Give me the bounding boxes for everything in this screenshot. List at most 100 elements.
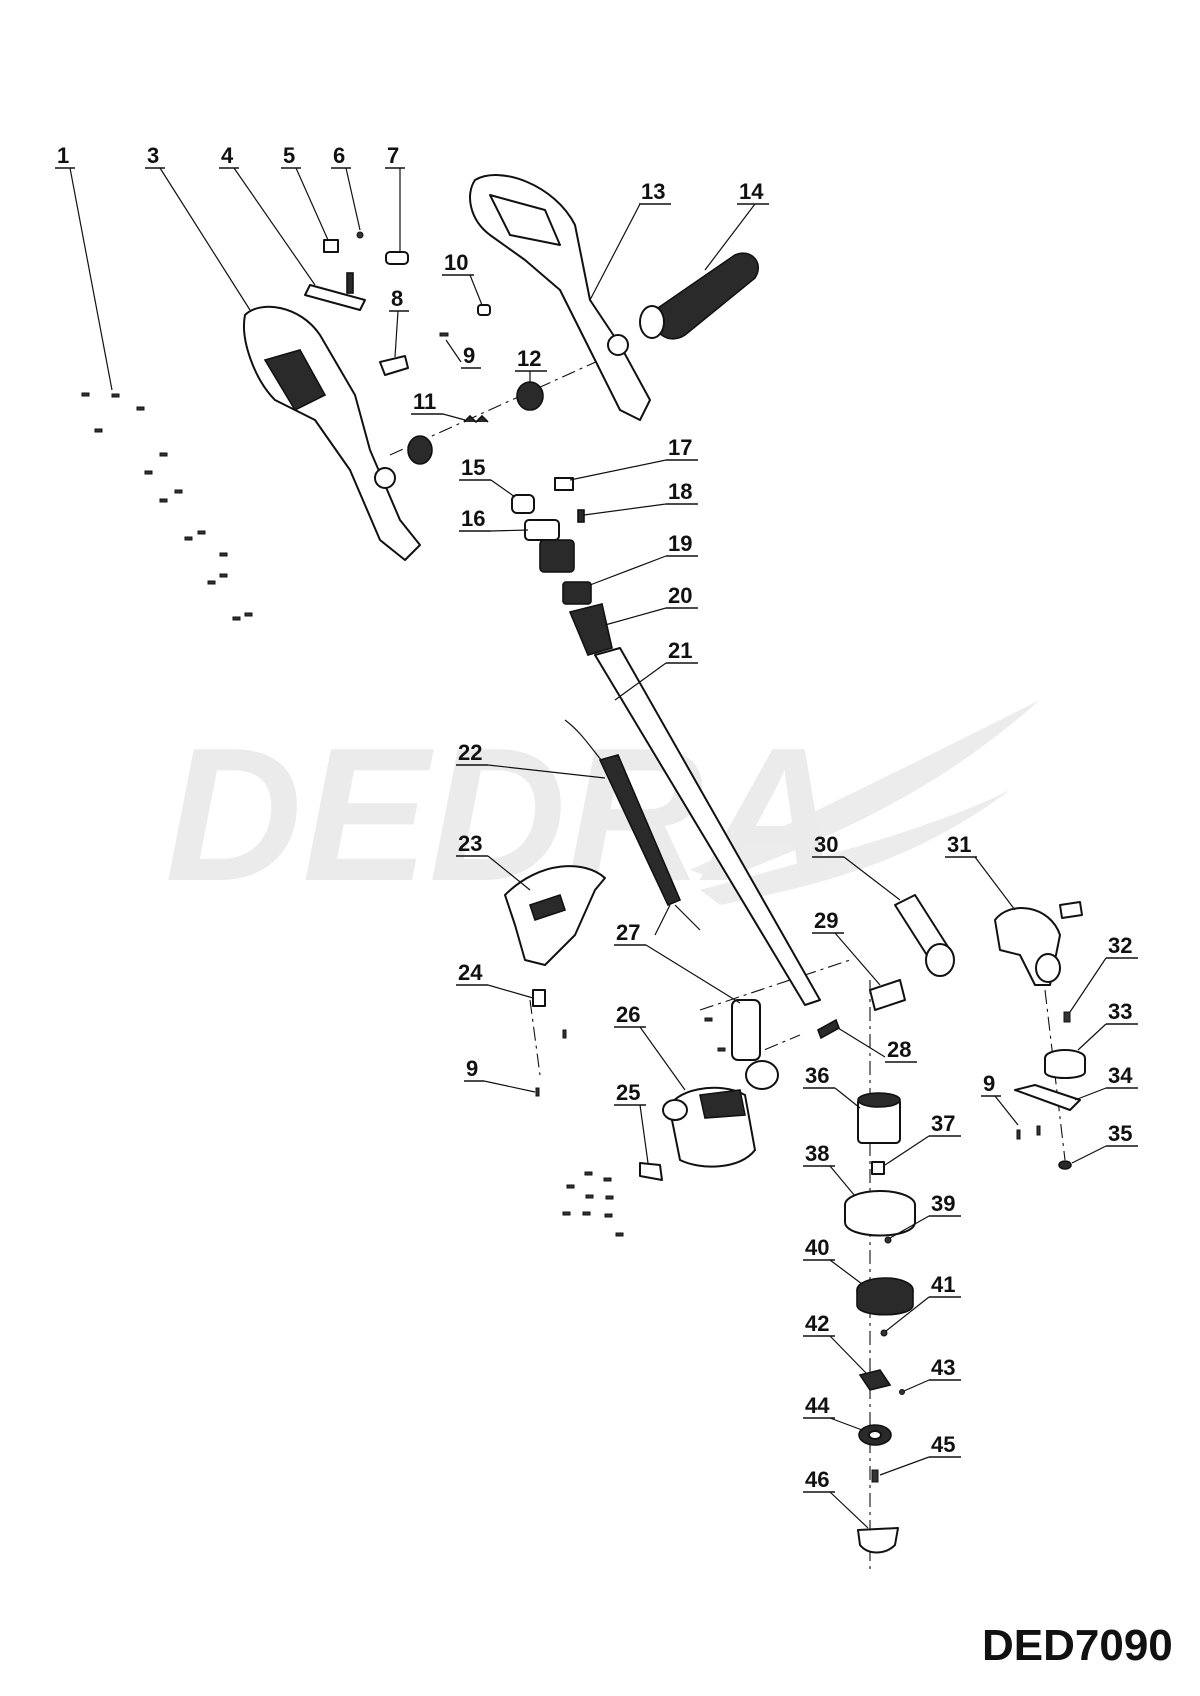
- svg-text:17: 17: [668, 435, 692, 460]
- callout-25: 25: [614, 1080, 649, 1164]
- callout-28: 28: [837, 1027, 917, 1063]
- watermark-logo: DEDRA: [165, 700, 1040, 921]
- svg-text:26: 26: [616, 1002, 640, 1027]
- plate-34: [1014, 1084, 1081, 1111]
- svg-text:43: 43: [931, 1355, 955, 1380]
- screw-41: [880, 1329, 888, 1337]
- callout-6: 6: [331, 143, 361, 231]
- svg-text:22: 22: [458, 740, 482, 765]
- adjust-knob: [407, 381, 544, 465]
- svg-text:29: 29: [814, 908, 838, 933]
- spring-18: [577, 509, 585, 523]
- collar-nut-20: [568, 603, 613, 656]
- svg-text:42: 42: [805, 1311, 829, 1336]
- callout-14: 14: [704, 179, 769, 271]
- callout-32: 32: [1069, 933, 1138, 1013]
- callout-9c: 9: [981, 1071, 1019, 1126]
- small-pin: [356, 231, 364, 239]
- main-shaft-tube: [594, 647, 821, 1006]
- callout-17: 17: [569, 435, 698, 481]
- spool-cap: [857, 1527, 899, 1554]
- latch-42: [858, 1369, 892, 1391]
- right-handle-housing: [469, 174, 651, 421]
- svg-text:46: 46: [805, 1467, 829, 1492]
- spacer-33: [1044, 1049, 1086, 1079]
- label-strip: [639, 1162, 663, 1181]
- svg-text:10: 10: [444, 250, 468, 275]
- bearing-44: [858, 1424, 892, 1446]
- callout-20: 20: [604, 583, 698, 626]
- svg-text:32: 32: [1108, 933, 1132, 958]
- svg-text:18: 18: [668, 479, 692, 504]
- callout-9b: 9: [464, 1056, 536, 1093]
- callout-18: 18: [583, 479, 698, 516]
- callout-7: 7: [385, 143, 405, 252]
- svg-text:34: 34: [1108, 1063, 1133, 1088]
- shaft-coupler: [524, 519, 575, 573]
- left-handle-housing: [243, 305, 421, 561]
- svg-text:39: 39: [931, 1191, 955, 1216]
- svg-text:14: 14: [739, 179, 764, 204]
- callout-40: 40: [803, 1235, 863, 1285]
- svg-text:12: 12: [517, 346, 541, 371]
- svg-text:15: 15: [461, 455, 485, 480]
- svg-text:7: 7: [387, 143, 399, 168]
- callout-8: 8: [389, 286, 409, 358]
- spool-housing: [844, 1190, 916, 1237]
- callout-39: 39: [889, 1191, 961, 1239]
- screw-32: [1063, 1011, 1071, 1023]
- electric-motor: [857, 1092, 901, 1144]
- front-grip: [639, 252, 759, 340]
- svg-text:23: 23: [458, 831, 482, 856]
- callout-15: 15: [459, 455, 516, 498]
- svg-text:1: 1: [57, 143, 69, 168]
- pivot-pin: [869, 979, 906, 1011]
- lock-button-17: [554, 477, 574, 491]
- svg-text:24: 24: [458, 960, 483, 985]
- callout-22: 22: [456, 740, 606, 779]
- callout-16: 16: [459, 506, 529, 532]
- svg-text:25: 25: [616, 1080, 640, 1105]
- svg-text:44: 44: [805, 1393, 830, 1418]
- callout-33: 33: [1077, 999, 1138, 1051]
- callout-41: 41: [885, 1272, 961, 1332]
- svg-text:37: 37: [931, 1111, 955, 1136]
- callout-21: 21: [614, 638, 698, 701]
- guard-clip: [532, 989, 546, 1007]
- svg-text:20: 20: [668, 583, 692, 608]
- screw-45: [871, 1469, 879, 1483]
- svg-text:28: 28: [887, 1037, 911, 1062]
- switch-button: [323, 239, 339, 253]
- svg-text:33: 33: [1108, 999, 1132, 1024]
- collar-cap: [511, 494, 535, 514]
- callout-19: 19: [589, 531, 698, 586]
- callout-4: 4: [219, 143, 316, 286]
- svg-text:5: 5: [283, 143, 295, 168]
- spring-43: [899, 1389, 905, 1395]
- callout-36: 36: [803, 1063, 861, 1109]
- callout-46: 46: [803, 1467, 869, 1529]
- callout-35: 35: [1071, 1121, 1138, 1164]
- svg-text:40: 40: [805, 1235, 829, 1260]
- svg-text:6: 6: [333, 143, 345, 168]
- svg-text:8: 8: [391, 286, 403, 311]
- callout-34: 34: [1074, 1063, 1138, 1101]
- callout-45: 45: [879, 1432, 961, 1476]
- callout-13: 13: [589, 179, 671, 301]
- svg-text:19: 19: [668, 531, 692, 556]
- lock-pin: [385, 251, 409, 265]
- screw-set: [81, 332, 1041, 1237]
- shaft-bracket: [731, 999, 779, 1090]
- svg-text:16: 16: [461, 506, 485, 531]
- bushing-37: [871, 1161, 885, 1175]
- callout-12: 12: [515, 346, 547, 382]
- small-cap: [477, 304, 491, 316]
- spiral-cable: [564, 719, 701, 936]
- callout-29: 29: [812, 908, 881, 986]
- callout-labels: 1 3 4 5 6 7 8 9 10 11 12 13 14 15 16 17 …: [55, 143, 1138, 1529]
- callout-26: 26: [614, 1002, 686, 1091]
- callout-24: 24: [456, 960, 534, 999]
- svg-text:38: 38: [805, 1141, 829, 1166]
- svg-text:27: 27: [616, 920, 640, 945]
- ring-19: [562, 581, 592, 605]
